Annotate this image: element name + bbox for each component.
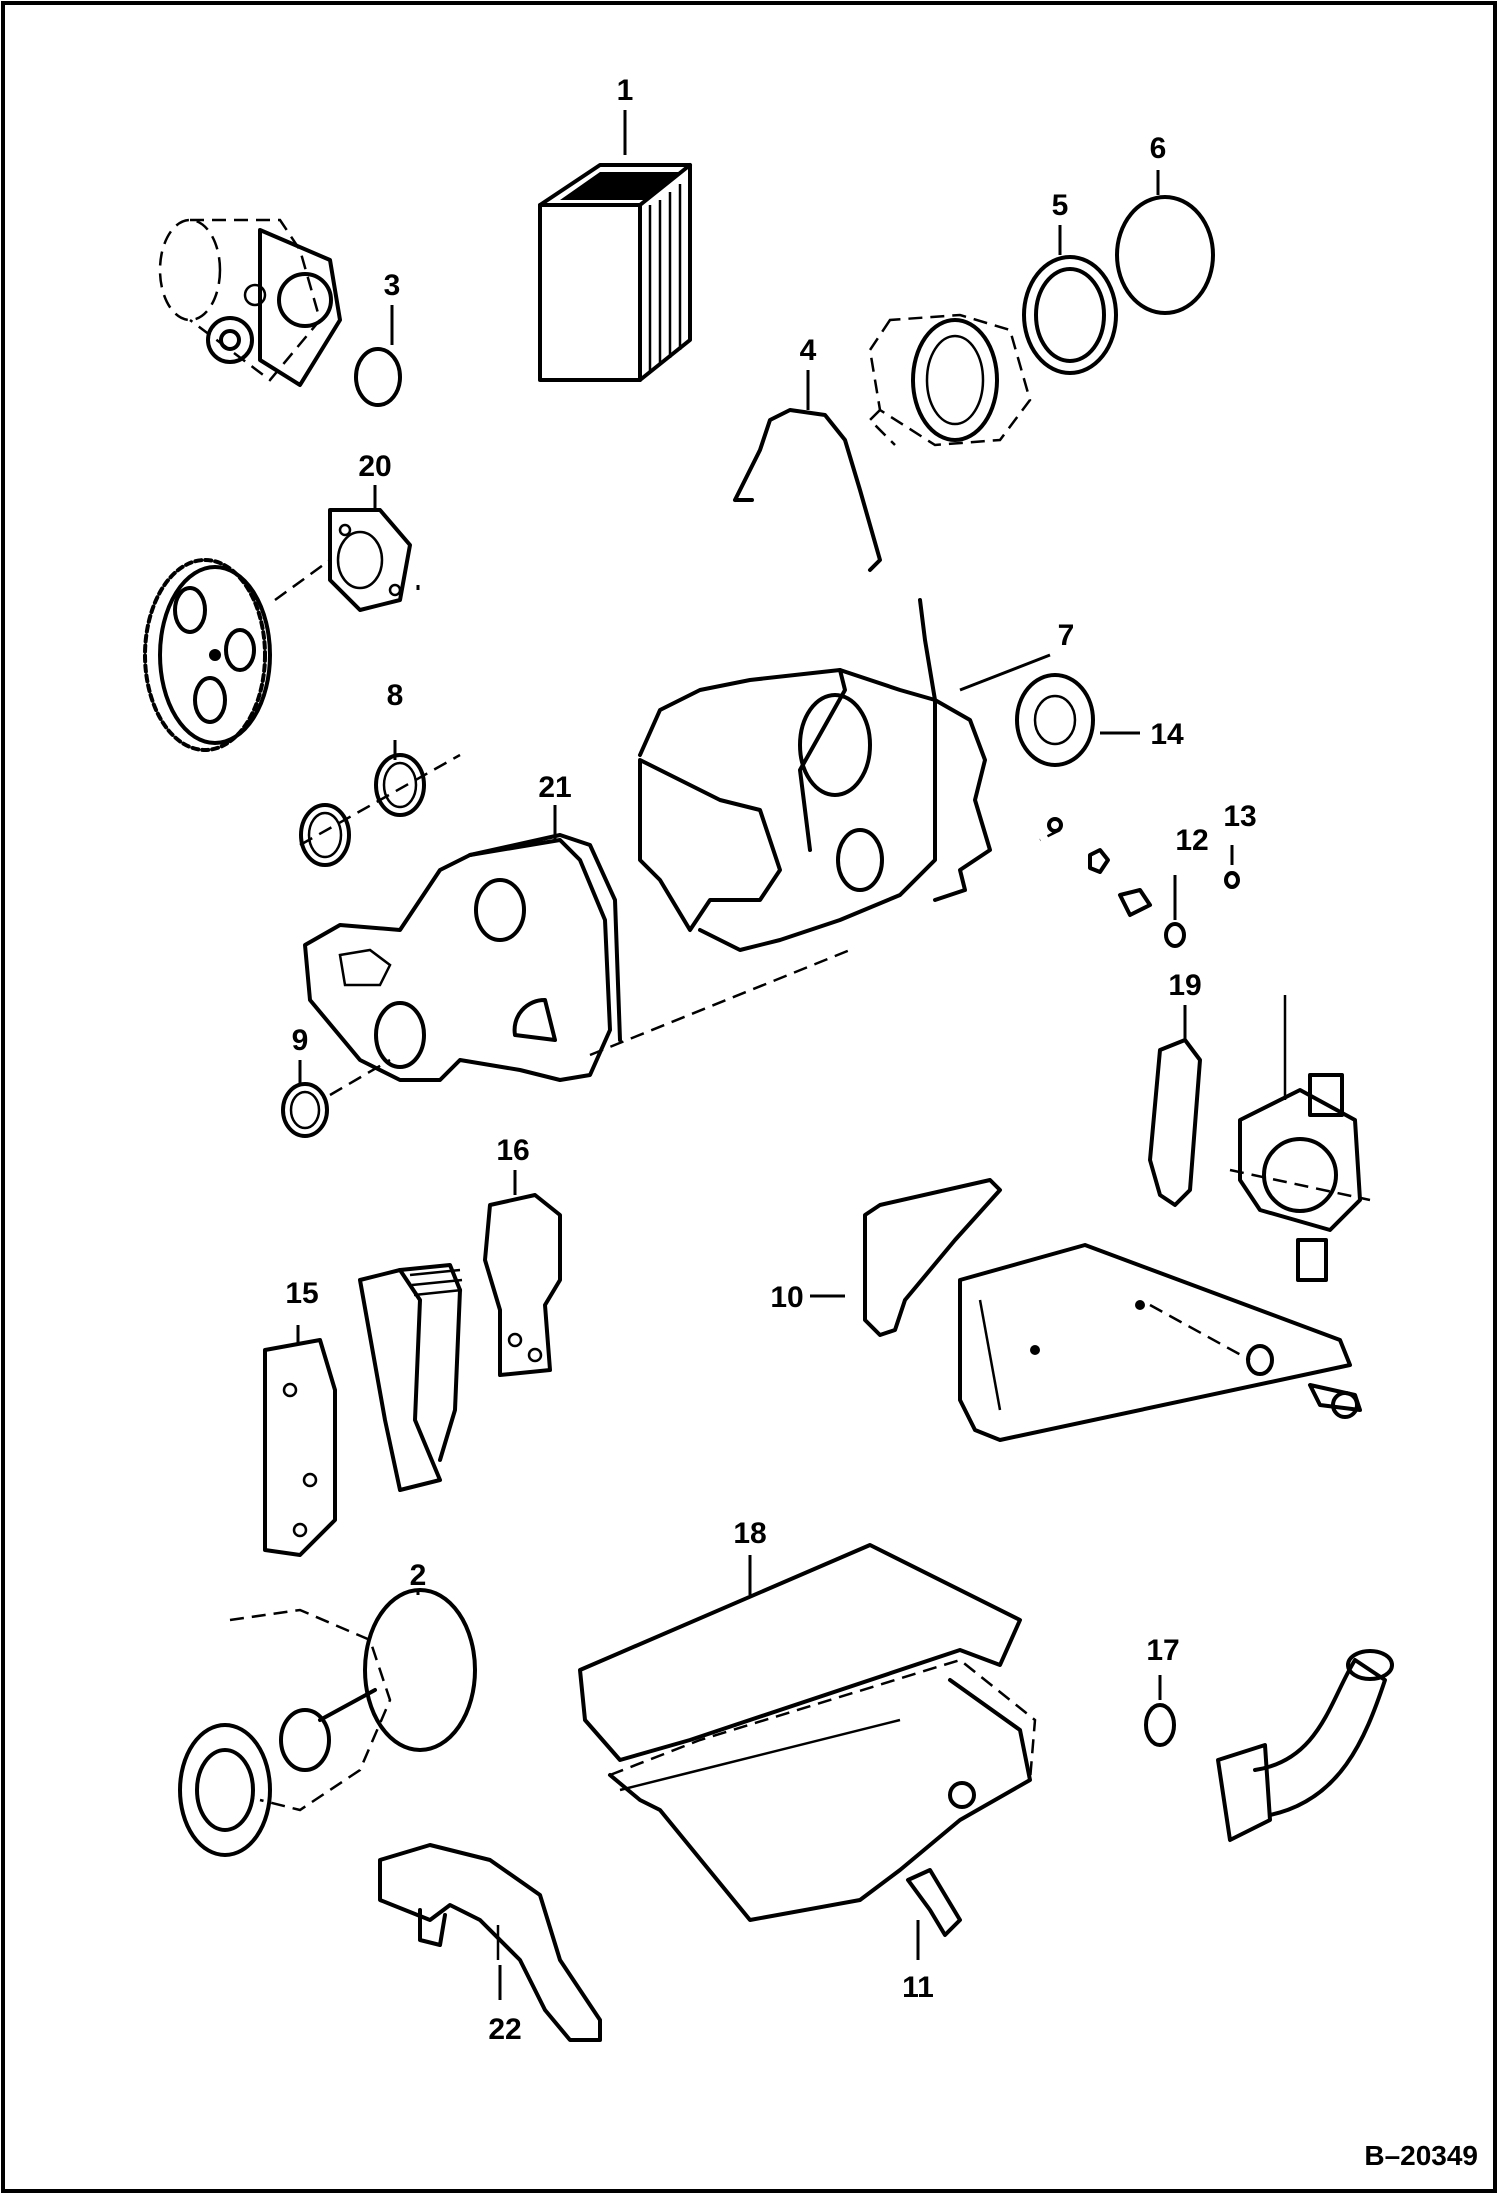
callout-labels: 1 2 3 4 5 6 7 8 9 10 11 12 13 14 15 16 1… (285, 74, 1256, 2046)
callout-21: 21 (538, 771, 571, 804)
callout-5: 5 (1052, 189, 1069, 222)
part-18-gasket (578, 1543, 1022, 1762)
callout-13: 13 (1223, 800, 1256, 833)
part-7-gear-housing (638, 598, 992, 952)
callout-7: 7 (1058, 619, 1075, 652)
part-9-seal (281, 1082, 329, 1138)
dash-cover-to-housing (589, 948, 851, 1057)
bolt-valve-cover (1246, 1344, 1362, 1419)
oil-cooler (358, 1263, 463, 1492)
rear-cover (868, 313, 1032, 447)
callout-2: 2 (410, 1559, 427, 1592)
callout-4: 4 (800, 334, 817, 367)
callout-15: 15 (285, 1277, 318, 1310)
callout-6: 6 (1150, 132, 1167, 165)
callout-11: 11 (902, 1971, 934, 2004)
dash-fuel-pump (1229, 1168, 1371, 1202)
part-13-o-ring (1224, 871, 1240, 889)
callout-16: 16 (496, 1134, 529, 1167)
dash-valve-cover (1149, 1303, 1251, 1362)
dash-seal-9 (329, 1058, 391, 1097)
fuel-pump (1238, 995, 1362, 1282)
part-10-gasket (863, 1178, 1002, 1337)
oil-fill-tube (1216, 1649, 1394, 1842)
callout-17: 17 (1146, 1634, 1179, 1667)
callout-1: 1 (617, 74, 634, 107)
part-16-gasket (483, 1193, 562, 1377)
part-6-o-ring (1115, 195, 1215, 315)
part-22-bracket (378, 1843, 602, 2042)
part-1-gasket-kit-box (538, 163, 692, 382)
gear-wheel (143, 558, 272, 752)
part-15-gasket (263, 1338, 337, 1557)
callout-3: 3 (384, 269, 401, 302)
callout-19: 19 (1168, 969, 1201, 1002)
part-21-front-cover (303, 833, 622, 1082)
part-17-o-ring (1144, 1703, 1176, 1747)
part-3-o-ring (354, 347, 402, 407)
callout-12: 12 (1175, 824, 1208, 857)
part-12-o-ring (1164, 922, 1186, 948)
part-11-drain-plug (906, 1868, 962, 1937)
part-2-o-ring (363, 1588, 477, 1752)
part-20-gasket (328, 508, 412, 612)
callout-22: 22 (488, 2013, 521, 2046)
dash-gear-to-gasket (274, 558, 331, 602)
callout-9: 9 (292, 1024, 309, 1057)
figure-number: B–20349 (1364, 2140, 1478, 2171)
part-4-gasket (733, 408, 882, 572)
part-19-gasket (1148, 1038, 1202, 1207)
callout-18: 18 (733, 1517, 766, 1550)
dash-seals (299, 753, 461, 847)
part-14-seal (1015, 673, 1095, 767)
callout-8: 8 (387, 679, 404, 712)
bolts-small (1039, 817, 1152, 917)
oil-pan (608, 1658, 1037, 1922)
water-pump (178, 1608, 392, 1857)
part-8-seals (299, 753, 426, 867)
callout-14: 14 (1150, 718, 1184, 751)
callout-10: 10 (770, 1281, 803, 1314)
part-5-seal (1022, 255, 1118, 375)
housing-top-left (158, 218, 342, 387)
leader-lines (296, 110, 1234, 2000)
valve-cover (958, 1243, 1352, 1442)
callout-20: 20 (358, 450, 391, 483)
